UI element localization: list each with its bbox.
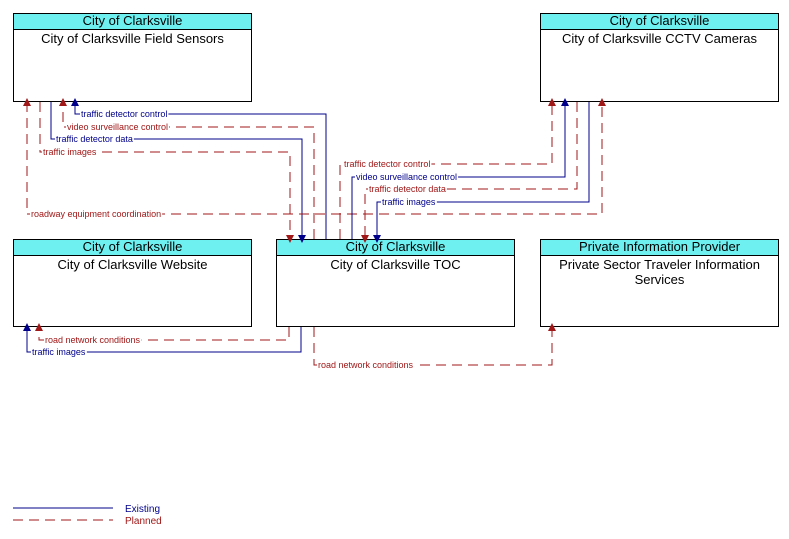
flow-label-fs-images: traffic images <box>43 147 97 157</box>
node-field-sensors[interactable]: City of Clarksville City of Clarksville … <box>13 13 252 102</box>
node-website-name: City of Clarksville Website <box>57 257 208 272</box>
flow-label-backing <box>80 109 169 119</box>
legend-planned-label: Planned <box>125 516 162 527</box>
flow-line-roadway-coordination <box>23 98 606 215</box>
node-cctv-cameras-name: City of Clarksville CCTV Cameras <box>561 31 758 46</box>
flow-label-backing <box>355 172 459 182</box>
flow-label-backing <box>343 159 432 169</box>
node-website[interactable]: City of Clarksville City of Clarksville … <box>13 239 252 327</box>
node-website-owner: City of Clarksville <box>14 240 251 256</box>
flow-line-fs-video-control <box>59 98 315 239</box>
flow-label-cctv-video-control: video surveillance control <box>356 172 457 182</box>
flow-label-backing <box>55 134 134 144</box>
flow-line-fs-images <box>39 102 294 243</box>
flow-line-web-images <box>23 323 302 353</box>
flow-line-cctv-images <box>373 102 590 243</box>
flow-line-cctv-detector-data <box>361 102 578 243</box>
flow-line-private-road-conditions <box>313 323 556 366</box>
flow-label-cctv-detector-data: traffic detector data <box>369 184 446 194</box>
node-toc-owner: City of Clarksville <box>277 240 514 256</box>
flow-label-fs-detector-data: traffic detector data <box>56 134 133 144</box>
node-private-provider-owner: Private Information Provider <box>541 240 778 256</box>
flow-label-fs-video-control: video surveillance control <box>67 122 168 132</box>
node-private-provider[interactable]: Private Information Provider Private Sec… <box>540 239 779 327</box>
flow-label-backing <box>317 360 415 370</box>
flow-label-backing <box>42 147 98 157</box>
flow-label-private-road-conditions: road network conditions <box>318 360 414 370</box>
flow-line-cctv-detector-control <box>339 98 556 239</box>
flow-label-fs-detector-control: traffic detector control <box>81 109 167 119</box>
flow-line-web-road-conditions <box>35 323 290 341</box>
flow-label-cctv-detector-control: traffic detector control <box>344 159 430 169</box>
flow-line-cctv-video-control <box>351 98 569 239</box>
flow-label-backing <box>381 197 437 207</box>
node-private-provider-name: Private Sector Traveler Information Serv… <box>559 257 760 287</box>
legend-existing-label: Existing <box>125 504 160 515</box>
node-toc[interactable]: City of Clarksville City of Clarksville … <box>276 239 515 327</box>
flow-label-web-images: traffic images <box>32 347 86 357</box>
flow-label-backing <box>368 184 447 194</box>
flow-label-backing <box>30 209 163 219</box>
flow-label-backing <box>44 335 142 345</box>
node-cctv-cameras[interactable]: City of Clarksville City of Clarksville … <box>540 13 779 102</box>
flow-label-backing <box>66 122 170 132</box>
node-cctv-cameras-owner: City of Clarksville <box>541 14 778 30</box>
node-field-sensors-owner: City of Clarksville <box>14 14 251 30</box>
flow-line-fs-detector-control <box>71 98 327 239</box>
node-toc-name: City of Clarksville TOC <box>330 257 461 272</box>
flow-line-fs-detector-data <box>50 102 306 243</box>
flow-label-web-road-conditions: road network conditions <box>45 335 141 345</box>
flow-label-cctv-images: traffic images <box>382 197 436 207</box>
flow-label-backing <box>31 347 87 357</box>
legend: Existing Planned <box>13 504 162 527</box>
node-field-sensors-name: City of Clarksville Field Sensors <box>41 31 224 46</box>
flow-label-roadway-coordination: roadway equipment coordination <box>31 209 161 219</box>
